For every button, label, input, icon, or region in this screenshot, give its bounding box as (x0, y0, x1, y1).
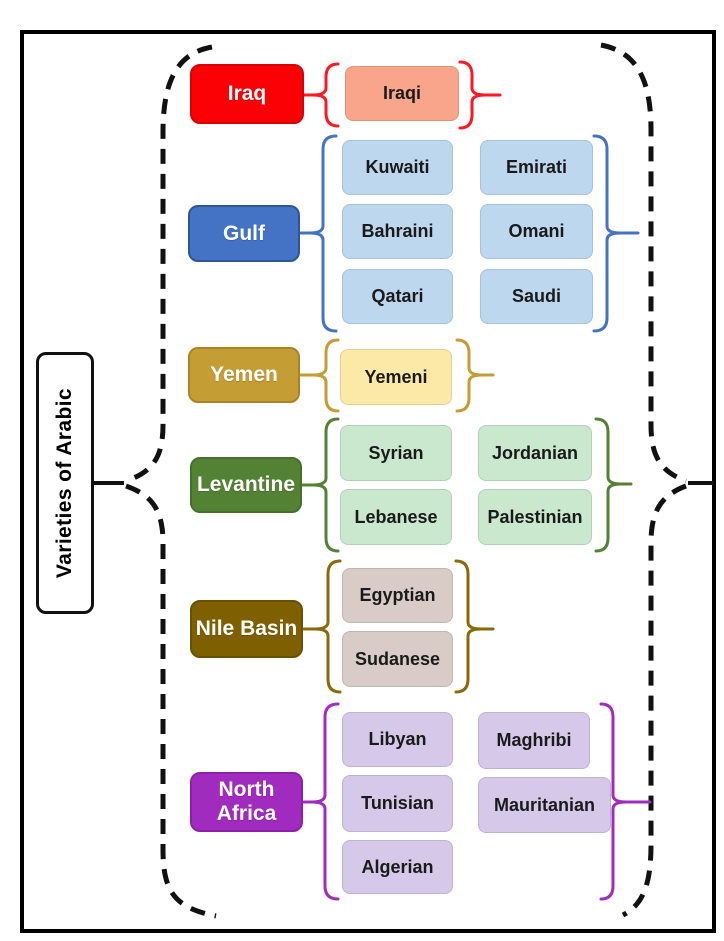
variety-box-egyptian: Egyptian (342, 568, 453, 623)
category-box-iraq: Iraq (190, 64, 304, 124)
variety-box-palestinian: Palestinian (478, 489, 592, 545)
variety-box-yemeni: Yemeni (340, 349, 452, 405)
category-box-yemen: Yemen (188, 347, 300, 403)
braces-gulf (299, 134, 640, 333)
variety-box-syrian: Syrian (340, 425, 452, 481)
variety-box-kuwaiti: Kuwaiti (342, 140, 453, 195)
braces-iraq (301, 60, 502, 130)
variety-box-jordanian: Jordanian (478, 425, 592, 481)
braces-nile-basin (302, 559, 495, 694)
braces-yemen (299, 338, 495, 413)
variety-box-mauritanian: Mauritanian (478, 777, 611, 833)
right-dashed-brace (600, 42, 714, 918)
variety-box-libyan: Libyan (342, 712, 453, 767)
variety-box-emirati: Emirati (480, 140, 593, 195)
variety-box-algerian: Algerian (342, 840, 453, 894)
variety-box-omani: Omani (480, 204, 593, 259)
variety-box-saudi: Saudi (480, 269, 593, 324)
left-dashed-brace (93, 44, 217, 919)
variety-box-tunisian: Tunisian (342, 775, 453, 832)
braces-levantine (301, 417, 633, 553)
variety-box-sudanese: Sudanese (342, 631, 453, 687)
root-label-text: Varieties of Arabic (53, 387, 76, 579)
braces-north-africa (302, 702, 652, 901)
category-box-gulf: Gulf (188, 205, 300, 262)
variety-box-qatari: Qatari (342, 269, 453, 324)
category-box-north-africa: North Africa (190, 772, 303, 832)
root-label-box: Varieties of Arabic (36, 352, 94, 614)
variety-box-lebanese: Lebanese (340, 489, 452, 545)
variety-box-maghribi: Maghribi (478, 712, 590, 769)
variety-box-bahraini: Bahraini (342, 204, 453, 259)
variety-box-iraqi: Iraqi (345, 66, 459, 121)
category-box-levantine: Levantine (190, 457, 302, 513)
category-box-nile-basin: Nile Basin (190, 600, 303, 658)
